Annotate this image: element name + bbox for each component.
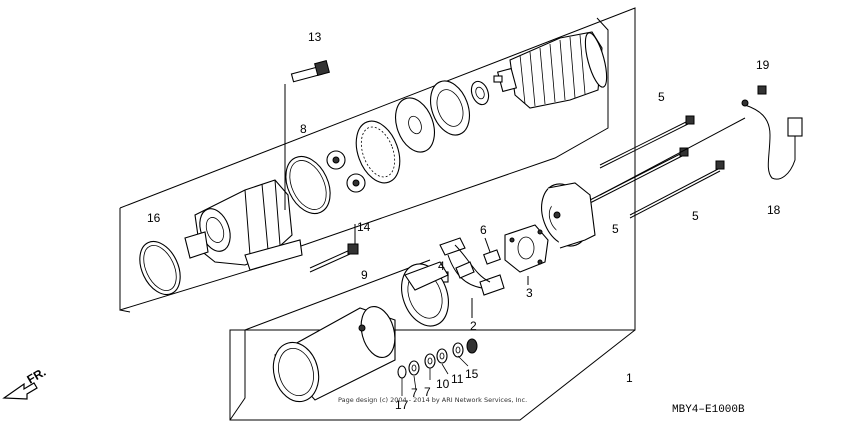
bolt-13 xyxy=(290,60,330,83)
brush-6-leader xyxy=(484,237,491,253)
ring-gear xyxy=(355,120,401,184)
part-label-9: 9 xyxy=(361,268,368,282)
part-label-1: 1 xyxy=(626,371,633,385)
washer-17 xyxy=(397,365,407,379)
o-ring-16 xyxy=(139,240,181,296)
part-label-10: 10 xyxy=(436,377,450,391)
part-label-6: 6 xyxy=(480,223,487,237)
upper-subframe xyxy=(119,208,301,313)
part-label-16: 16 xyxy=(147,211,161,225)
washer-plate xyxy=(395,97,435,153)
diagram-code: MBY4–E1000B xyxy=(672,404,745,416)
part-label-7-b: 7 xyxy=(424,385,431,399)
part-label-14: 14 xyxy=(357,220,371,234)
lower-subframe xyxy=(229,259,431,421)
bolt-19 xyxy=(757,85,767,95)
seal-ring xyxy=(430,80,470,136)
part-label-7-a: 7 xyxy=(411,386,418,400)
part-label-8: 8 xyxy=(300,122,307,136)
part-label-15: 15 xyxy=(465,367,479,381)
brush-6 xyxy=(483,249,501,265)
part-label-2: 2 xyxy=(470,319,477,333)
front-cover xyxy=(184,179,303,271)
direction-marker-text: FR. xyxy=(25,365,49,387)
motor-case-9 xyxy=(272,305,396,403)
armature xyxy=(493,31,608,109)
part-label-18: 18 xyxy=(767,203,781,217)
copyright-notice: Page design (c) 2004 - 2014 by ARI Netwo… xyxy=(338,396,527,404)
nut-7-b xyxy=(466,338,478,354)
small-washer xyxy=(470,80,490,106)
assembly-frame xyxy=(119,7,636,421)
through-bolt-5-upper xyxy=(599,115,695,169)
washer-10 xyxy=(424,353,436,369)
insulator-ring xyxy=(401,261,449,327)
part-label-5-lower: 5 xyxy=(692,209,699,223)
front-direction-arrow xyxy=(2,382,38,400)
bolt-5-bracket xyxy=(599,117,746,196)
part-label-11: 11 xyxy=(451,372,464,386)
nut-15 xyxy=(452,342,464,358)
armature-leader xyxy=(274,17,609,256)
brush-assembly xyxy=(439,237,505,296)
small-parts-leaders xyxy=(401,355,469,396)
part-label-4: 4 xyxy=(438,259,445,273)
bolt-14 xyxy=(309,243,359,273)
through-bolt-5-lower xyxy=(629,160,725,219)
o-ring-8 xyxy=(285,155,331,215)
part-label-13: 13 xyxy=(308,30,322,44)
part-label-5-middle: 5 xyxy=(612,222,619,236)
planetary-gear-lower xyxy=(346,173,366,193)
part-label-5-upper: 5 xyxy=(658,90,665,104)
part-label-17: 17 xyxy=(395,398,409,412)
nut-7-a xyxy=(408,360,420,376)
washer-11 xyxy=(436,348,448,364)
cable-18 xyxy=(741,99,803,180)
planetary-gear-upper xyxy=(326,150,346,170)
part-label-19: 19 xyxy=(756,58,770,72)
part-label-3: 3 xyxy=(526,286,533,300)
brush-holder-3 xyxy=(504,224,549,273)
rear-cover xyxy=(541,182,596,249)
